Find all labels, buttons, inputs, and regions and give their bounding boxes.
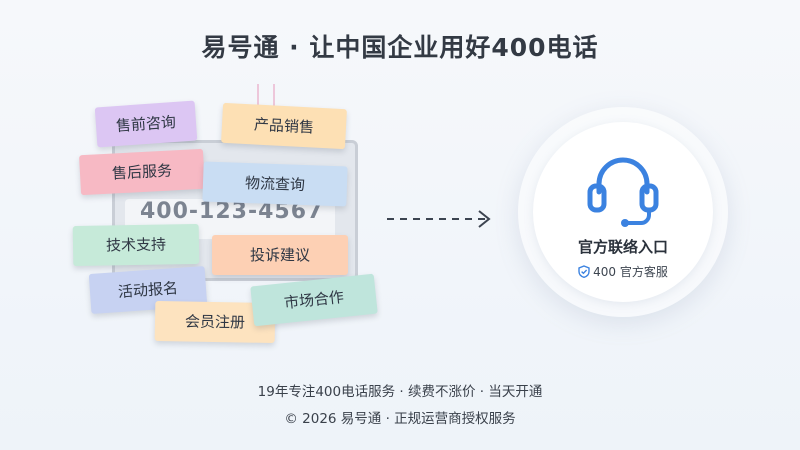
entry-label: 官方联络入口: [577, 238, 668, 256]
tag-presales: 售前咨询: [94, 100, 198, 148]
footer-copyright: © 2026 易号通 · 正规运营商授权服务: [284, 411, 516, 427]
headset-icon: [587, 157, 659, 227]
tag-logistics: 物流查询: [202, 161, 348, 207]
shield-check-icon: [578, 265, 590, 279]
tag-techsupport: 技术支持: [72, 223, 200, 267]
page-title: 易号通 · 让中国企业用好400电话: [201, 33, 599, 62]
pin-decoration: [257, 84, 275, 106]
official-badge: 400 官方客服: [533, 263, 713, 280]
tag-aftersales: 售后服务: [79, 148, 205, 196]
tag-partnership: 市场合作: [250, 273, 378, 327]
official-badge-text: 400 官方客服: [593, 265, 668, 279]
entry-circle[interactable]: [533, 122, 713, 302]
footer-features: 19年专注400电话服务 · 续费不涨价 · 当天开通: [257, 384, 543, 400]
arrow-right-icon: [387, 210, 491, 228]
tag-complaints: 投诉建议: [212, 235, 348, 275]
tag-sales: 产品销售: [221, 102, 347, 150]
